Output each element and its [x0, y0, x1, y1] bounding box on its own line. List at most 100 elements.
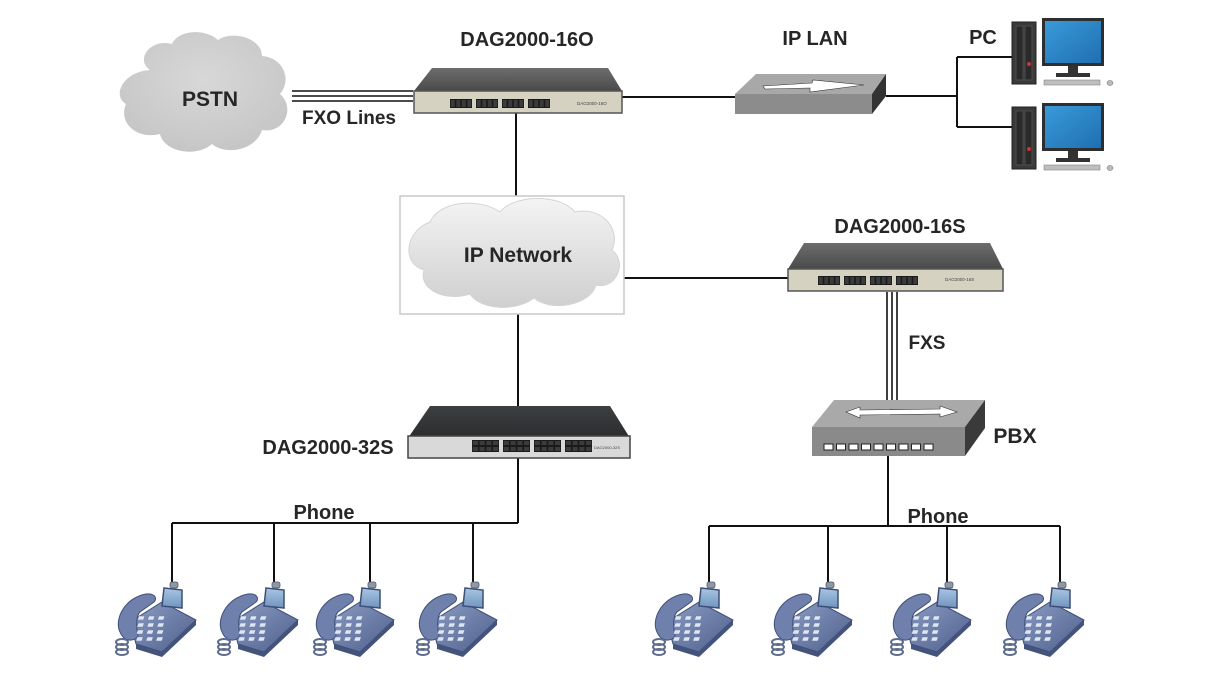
pbx-port [848, 443, 859, 451]
port [476, 100, 481, 107]
port [896, 277, 901, 284]
port [467, 100, 472, 107]
port [517, 447, 523, 451]
port [479, 447, 485, 451]
port [855, 277, 860, 284]
fxs-label: FXS [909, 333, 946, 354]
port-group [472, 440, 499, 452]
port [534, 441, 540, 445]
port [450, 100, 455, 107]
port-group [476, 99, 498, 108]
link-pbx-phones [708, 456, 1061, 585]
port [539, 100, 544, 107]
port [850, 277, 855, 284]
link-iplan-pc [886, 56, 1012, 128]
link-dag32s-phones [171, 458, 519, 585]
port [461, 100, 466, 107]
gateway-icon: DAG2000-16S [787, 243, 1004, 292]
port-row [823, 443, 934, 451]
pbx-port [873, 443, 884, 451]
port [881, 277, 886, 284]
phone-group-left [115, 581, 498, 658]
port [579, 441, 585, 445]
port [541, 441, 547, 445]
port [586, 447, 592, 451]
pbx-port [923, 443, 934, 451]
pbx-label: PBX [993, 425, 1036, 448]
link-fxs [886, 292, 898, 400]
port-group [565, 440, 592, 452]
desk-phone-icon[interactable] [115, 581, 197, 658]
port [913, 277, 918, 284]
port [524, 441, 530, 445]
port [508, 100, 513, 107]
device-model-text: DAG2000-32S [594, 445, 620, 450]
port [486, 441, 492, 445]
desk-phone-icon[interactable] [217, 581, 299, 658]
node-pbx[interactable]: PBX [812, 400, 1037, 456]
port [565, 447, 571, 451]
desk-phone-icon[interactable] [416, 581, 498, 658]
port-group [502, 99, 524, 108]
gateway-icon: DAG2000-32S [407, 406, 631, 459]
port [555, 447, 561, 451]
node-ip-lan[interactable]: IP LAN [735, 28, 886, 114]
node-ip-network[interactable]: IP Network [399, 195, 625, 315]
port [835, 277, 840, 284]
port [870, 277, 875, 284]
port-block [472, 440, 592, 452]
port [510, 441, 516, 445]
port [493, 100, 498, 107]
phone-group-right [652, 581, 1085, 658]
dag2000-16s-label: DAG2000-16S [834, 216, 965, 238]
pstn-label: PSTN [182, 88, 238, 111]
desk-phone-icon[interactable] [313, 581, 395, 658]
port [472, 447, 478, 451]
port [486, 447, 492, 451]
node-dag2000-16o[interactable]: DAG2000-16O DAG2000-16O [413, 29, 623, 114]
port [586, 441, 592, 445]
computer-icon [1011, 103, 1114, 171]
computer-icon [1011, 18, 1114, 86]
port [555, 441, 561, 445]
gateway-icon: DAG2000-16O [413, 68, 623, 114]
port [534, 447, 540, 451]
node-dag2000-32s[interactable]: DAG2000-32S DAG2000-32S [262, 406, 631, 459]
port [545, 100, 550, 107]
fxo-lines-label: FXO Lines [302, 108, 396, 129]
desk-phone-icon[interactable] [890, 581, 972, 658]
port-group [818, 276, 840, 285]
port-group [896, 276, 918, 285]
port-block [450, 99, 550, 108]
port [844, 277, 849, 284]
port [548, 441, 554, 445]
phone-group-left-label: Phone [293, 502, 354, 524]
port-block [818, 276, 918, 285]
port [902, 277, 907, 284]
desk-phone-icon[interactable] [652, 581, 734, 658]
pbx-port [836, 443, 846, 451]
port [818, 277, 823, 284]
device-model-text: DAG2000-16O [577, 101, 607, 106]
port [502, 100, 507, 107]
node-pc[interactable]: PC [969, 18, 1114, 171]
port [487, 100, 492, 107]
node-pstn[interactable]: PSTN [119, 32, 288, 152]
node-dag2000-16s[interactable]: DAG2000-16S DAG2000-16S [787, 216, 1004, 292]
phone-group-right-label: Phone [907, 506, 968, 528]
desk-phone-icon[interactable] [771, 581, 853, 658]
pbx-port [861, 443, 871, 451]
port [493, 441, 499, 445]
port [493, 447, 499, 451]
port [510, 447, 516, 451]
port [887, 277, 892, 284]
port [479, 441, 485, 445]
port [876, 277, 881, 284]
port [519, 100, 524, 107]
dag2000-32s-label: DAG2000-32S [262, 437, 393, 459]
port [907, 277, 912, 284]
desk-phone-icon[interactable] [1003, 581, 1085, 658]
port-group [870, 276, 892, 285]
port [861, 277, 866, 284]
